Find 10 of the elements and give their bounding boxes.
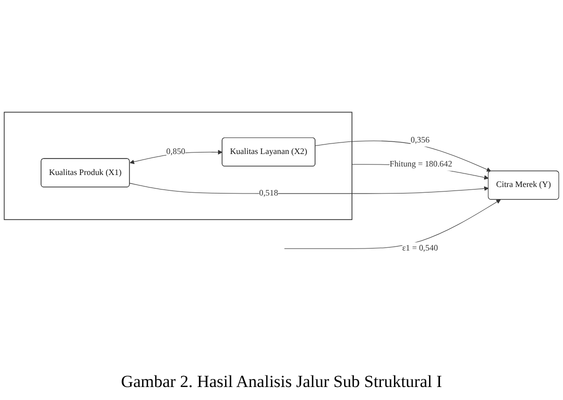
arrow <box>284 199 501 248</box>
caption: Gambar 2. Hasil Analisis Jalur Sub Struktural I <box>120 371 442 393</box>
edge-label: 0,356 <box>410 135 430 144</box>
cluster <box>4 111 352 220</box>
edge-label: 0,850 <box>166 146 186 156</box>
arrow <box>315 140 492 172</box>
edge-label: Fhitung = 180.642 <box>390 159 452 168</box>
edge-label: 0,518 <box>259 188 278 198</box>
arrow <box>129 182 489 194</box>
edge-label: ε1 = 0,540 <box>402 243 438 252</box>
